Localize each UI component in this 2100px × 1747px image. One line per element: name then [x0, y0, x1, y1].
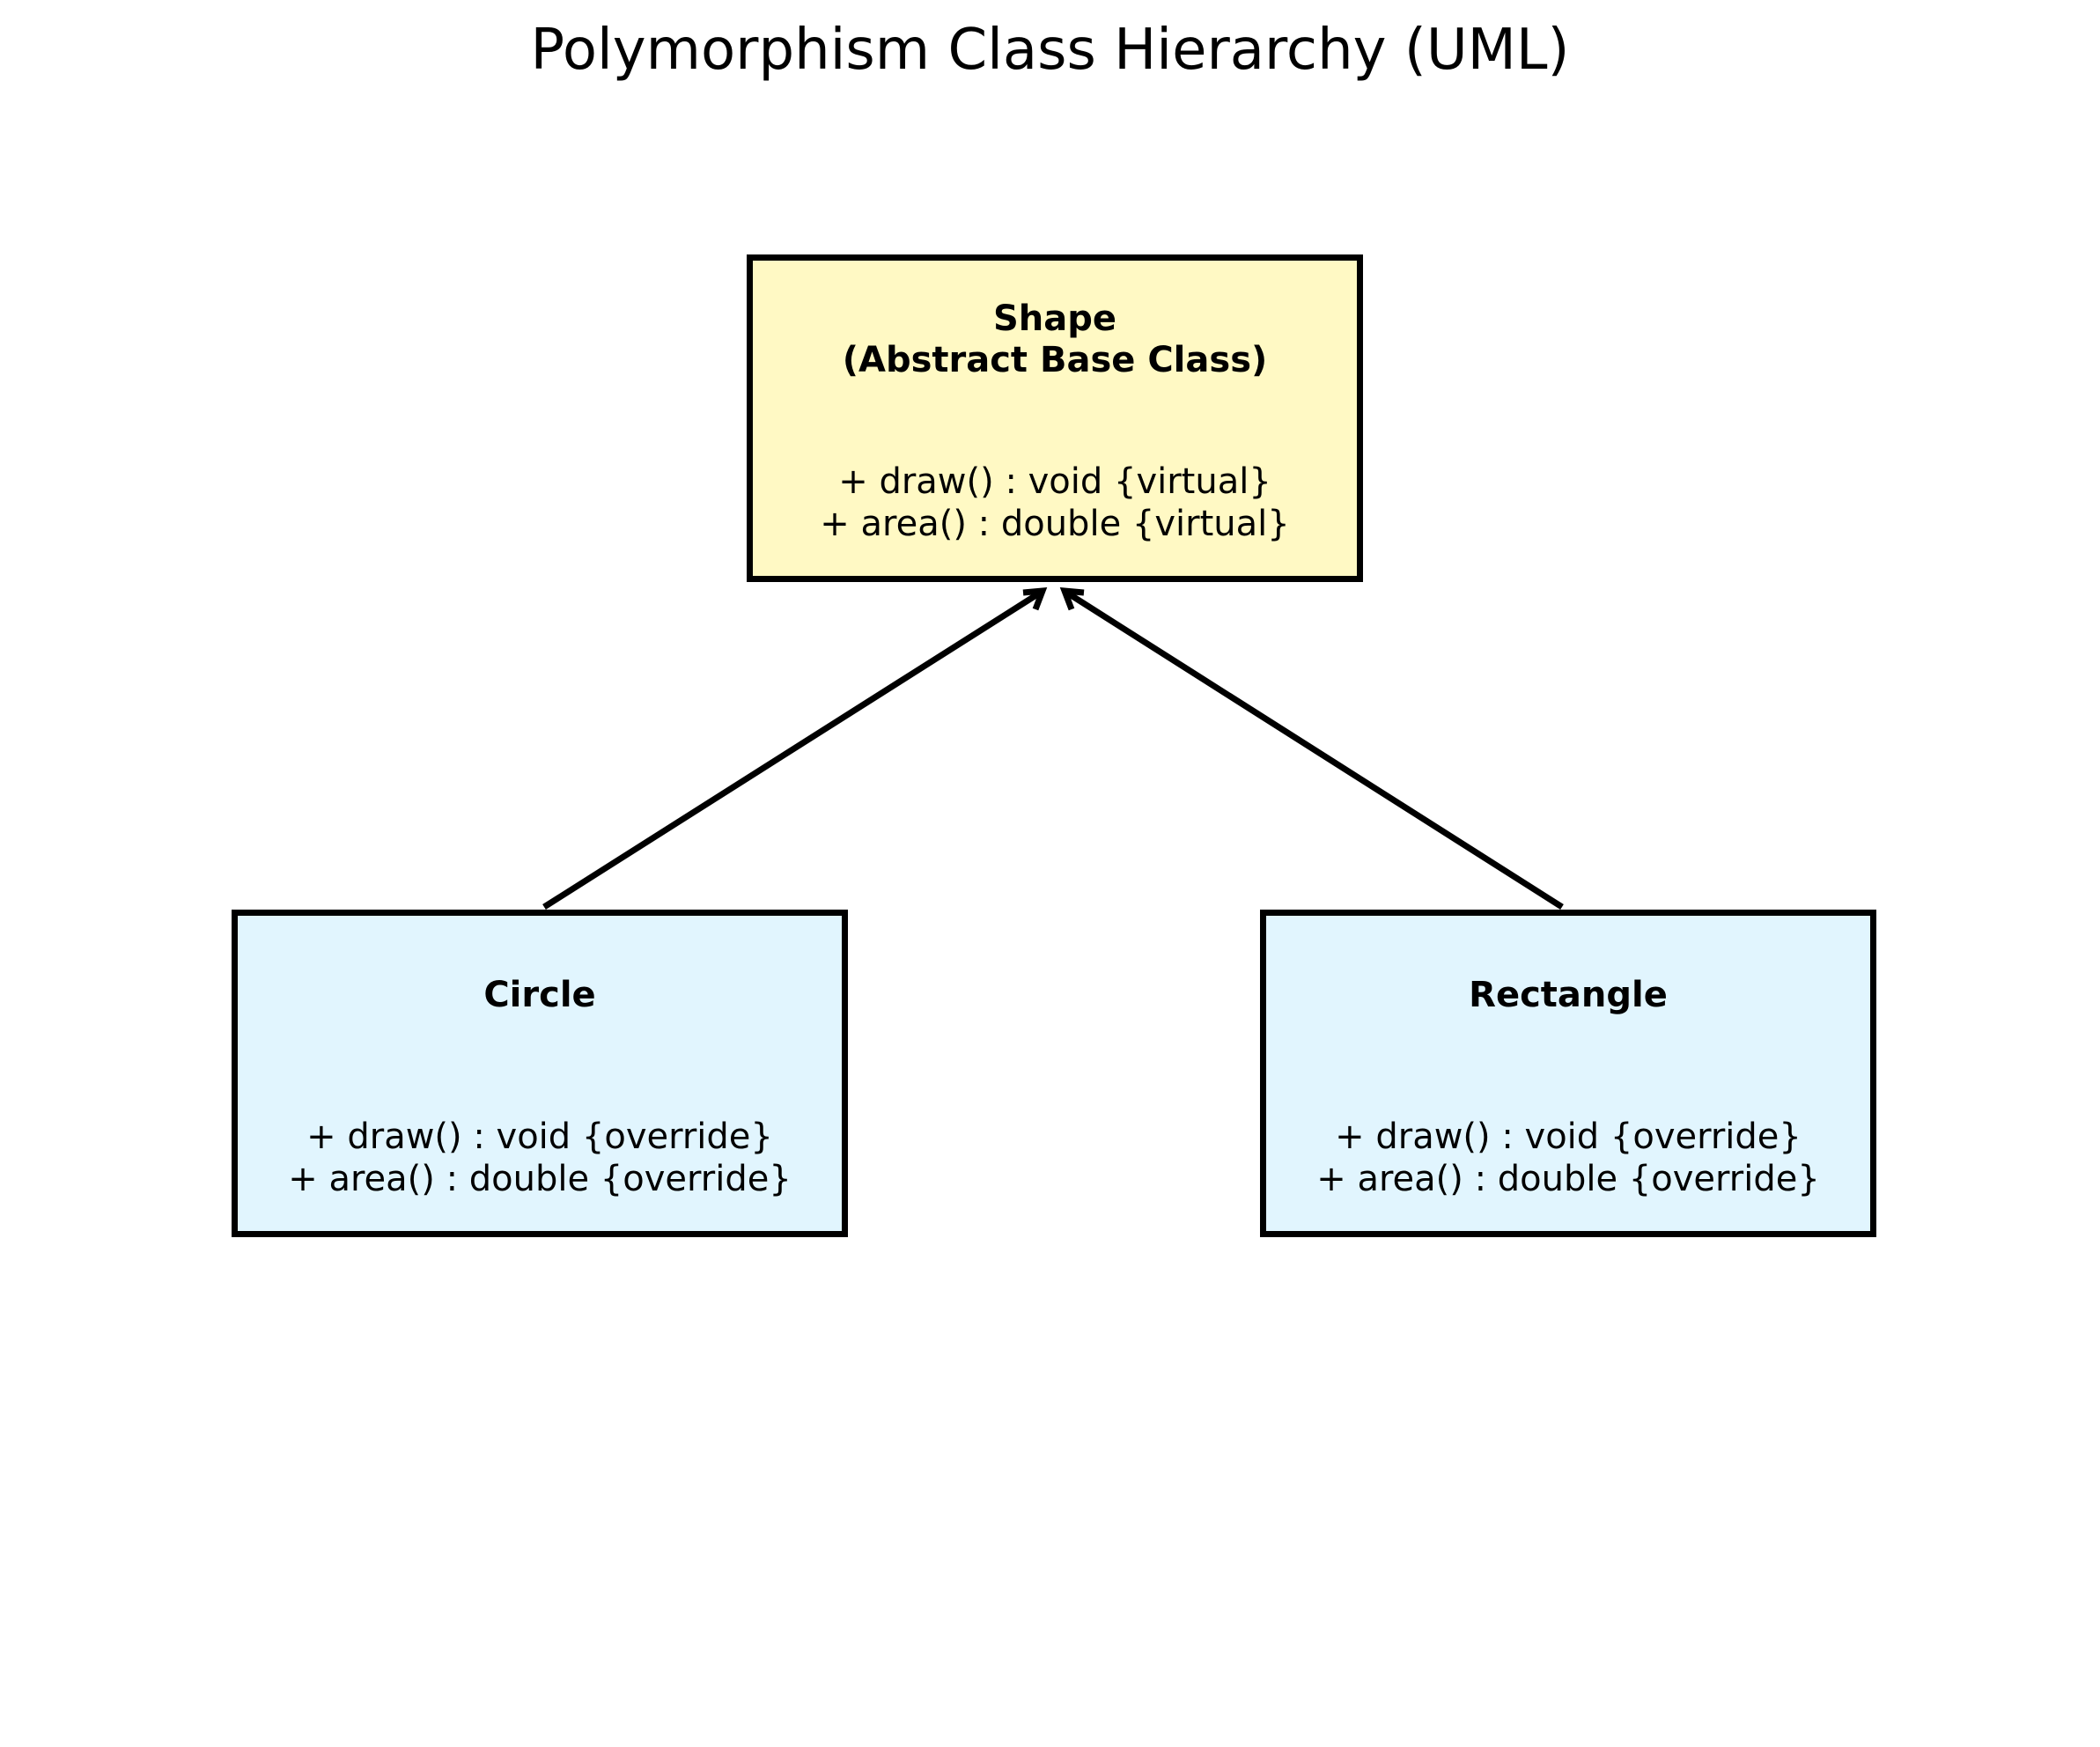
method-draw: + draw() : void {override} [306, 1117, 773, 1157]
class-box-rectangle: Rectangle + draw() : void {override} + a… [1260, 910, 1876, 1237]
arrowhead-circle-to-shape [1022, 587, 1048, 611]
diagram-title: Polymorphism Class Hierarchy (UML) [530, 18, 1570, 83]
inheritance-arrow-circle-to-shape [542, 589, 1042, 910]
class-name-circle: Circle [483, 975, 596, 1015]
method-draw: + draw() : void {virtual} [838, 461, 1271, 502]
method-area: + area() : double {override} [288, 1159, 792, 1199]
method-area: + area() : double {virtual} [820, 504, 1290, 544]
class-name-rectangle: Rectangle [1469, 975, 1668, 1015]
class-box-shape: Shape (Abstract Base Class) + draw() : v… [747, 254, 1363, 582]
method-list-circle: + draw() : void {override} + area() : do… [238, 1116, 842, 1200]
class-box-circle: Circle + draw() : void {override} + area… [232, 910, 848, 1237]
arrowhead-rectangle-to-shape [1059, 587, 1085, 611]
class-name-shape: Shape (Abstract Base Class) [842, 299, 1268, 380]
inheritance-arrow-rectangle-to-shape [1065, 589, 1564, 910]
method-list-rectangle: + draw() : void {override} + area() : do… [1266, 1116, 1870, 1200]
method-list-shape: + draw() : void {virtual} + area() : dou… [753, 461, 1357, 545]
method-draw: + draw() : void {override} [1335, 1117, 1802, 1157]
method-area: + area() : double {override} [1316, 1159, 1820, 1199]
